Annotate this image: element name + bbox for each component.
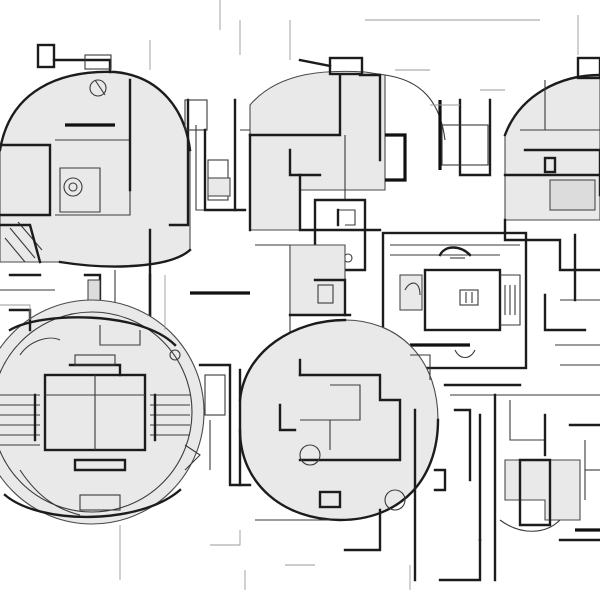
round-room-lower-left — [0, 299, 205, 525]
door-lower-left — [79, 494, 121, 511]
construction-lines — [0, 0, 579, 590]
dome-lower-left — [0, 299, 205, 525]
spiral-stair-upper-left — [63, 177, 83, 197]
round-room-upper-right — [438, 56, 600, 272]
rooms-middle-right — [381, 231, 600, 370]
fixture-mid-right — [459, 289, 479, 306]
building-lower-right — [413, 383, 600, 582]
dome-upper-left — [0, 71, 191, 267]
building-top-center — [248, 56, 446, 272]
round-room-lower-center — [198, 318, 447, 552]
round-room-upper-left — [0, 43, 192, 268]
door-mid-left — [87, 279, 101, 303]
chimney-upper-left — [36, 43, 56, 69]
